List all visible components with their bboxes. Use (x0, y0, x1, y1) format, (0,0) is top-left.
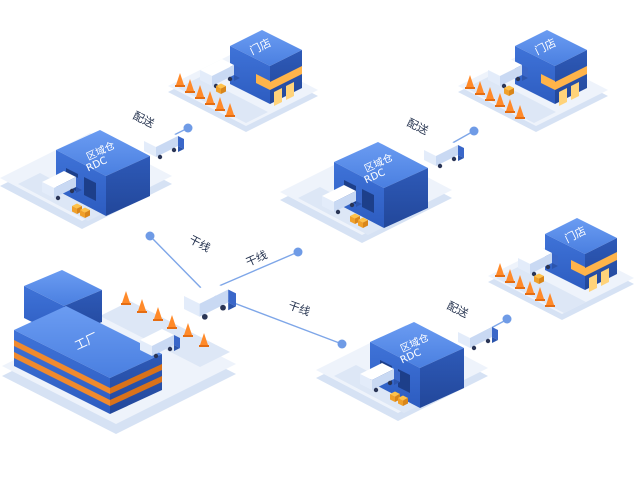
store-3: 门店 (488, 218, 634, 320)
store-2: 门店 (458, 30, 608, 132)
node-dot (502, 314, 512, 324)
rdc-3: 区域仓 RDC (316, 322, 488, 421)
rdc-1: 区域仓 RDC (0, 130, 172, 229)
factory-main: 工厂 (14, 306, 162, 414)
trunk-label-1: 干线 (187, 232, 213, 255)
store-building: 门店 (515, 30, 587, 106)
delivery-truck-icon (144, 130, 184, 160)
rdc-2: 区域仓 RDC (280, 142, 452, 243)
trunk-label-3: 干线 (287, 298, 312, 319)
delivery-label-3: 配送 (445, 298, 471, 320)
trunk-line-to-rdc-1 (149, 235, 206, 293)
node-dot (469, 126, 479, 136)
rdc-building: 区域仓 RDC (334, 142, 428, 228)
delivery-label-1: 配送 (131, 108, 157, 130)
traffic-cone-icon (121, 291, 131, 305)
trunk-truck-icon (184, 281, 236, 320)
delivery-label-2: 配送 (405, 115, 431, 137)
delivery-truck-icon (458, 321, 498, 351)
node-dot (293, 247, 303, 257)
factory: 工厂 (2, 270, 236, 434)
node-dot (145, 231, 155, 241)
store-1: 门店 (168, 30, 318, 132)
trunk-line-to-rdc-2 (204, 251, 299, 293)
store-building: 门店 (230, 30, 302, 106)
store-building: 门店 (545, 218, 617, 292)
connection-dots (145, 123, 512, 349)
node-dot (337, 339, 347, 349)
node-dot (183, 123, 193, 133)
delivery-truck-icon (424, 139, 464, 169)
